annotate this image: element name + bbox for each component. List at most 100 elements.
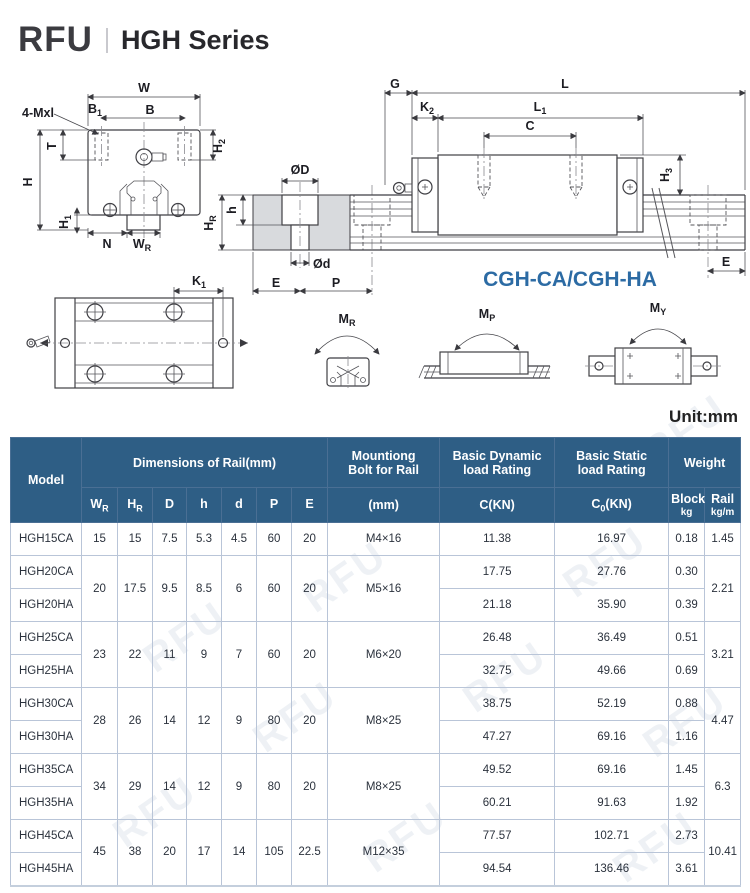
dim-label-c: C — [525, 119, 534, 133]
col-header-p: P — [256, 487, 292, 523]
rail-weight-cell: 3.21 — [704, 621, 742, 688]
logo-bar: RFU HGH Series — [18, 20, 270, 60]
dim-label-l: L — [561, 77, 569, 91]
dim-label-h2: H2 — [211, 139, 227, 153]
table-row: HGH30CA 28 26 14 12 9 80 20 M8×25 38.75 … — [10, 687, 742, 754]
block-weight-cell: 0.39 — [668, 588, 706, 622]
table-row: HGH45CA 45 38 20 17 14 105 22.5 M12×35 7… — [10, 819, 742, 886]
rail-weight-cell: 1.45 — [704, 522, 742, 556]
dim-cell: 9 — [186, 621, 222, 688]
col-header-e: E — [290, 487, 329, 523]
col-header-model: Model — [10, 437, 82, 523]
brand-logo: RFU — [18, 20, 93, 59]
dim-cell: 9 — [221, 753, 257, 820]
dynamic-load-cell: 11.38 — [439, 522, 556, 556]
dim-cell: 20 — [290, 555, 329, 622]
block-weight-cell: 0.88 — [668, 687, 706, 721]
static-load-cell: 35.90 — [554, 588, 670, 622]
dim-label-od-small: Ød — [313, 257, 330, 271]
dynamic-load-cell: 32.75 — [439, 654, 556, 688]
col-header-bolt-unit: (mm) — [327, 487, 441, 523]
dim-cell: 14 — [152, 687, 187, 754]
dim-cell: 22.5 — [290, 819, 329, 886]
dim-label-g: G — [390, 77, 400, 91]
static-load-cell: 16.97 — [554, 522, 670, 556]
dim-cell: 20 — [290, 753, 329, 820]
unit-note: Unit:mm — [669, 407, 738, 426]
dim-cell: 60 — [256, 621, 292, 688]
table-row: HGH20HA 21.18 35.90 0.39 — [10, 588, 741, 622]
dim-label-k1: K1 — [192, 274, 206, 290]
dim-cell: 20 — [290, 522, 329, 556]
model-cell: HGH20HA — [10, 588, 82, 622]
grease-nipple-icon — [392, 181, 406, 195]
col-header-c0-kn: C0(KN) — [554, 487, 670, 523]
model-cell: HGH15CA — [10, 522, 82, 556]
dynamic-load-cell: 94.54 — [439, 852, 556, 886]
technical-drawings: W B B1 4-Mxl T H H1 H2 N — [21, 77, 746, 389]
dim-cell: 7.5 — [152, 522, 187, 556]
dim-label-hr: HR — [202, 215, 218, 231]
dim-label-t: T — [45, 142, 59, 150]
col-header-d-cap: D — [152, 487, 187, 523]
logo-separator — [105, 27, 108, 53]
model-cell: HGH30HA — [10, 720, 82, 754]
dim-cell: 14 — [152, 753, 187, 820]
dim-cell: 60 — [256, 555, 292, 622]
table-row: HGH35CA 34 29 14 12 9 80 20 M8×25 49.52 … — [10, 753, 742, 820]
dim-cell: 23 — [81, 621, 118, 688]
static-load-cell: 69.16 — [554, 753, 670, 787]
dim-cell: 20 — [152, 819, 187, 886]
dim-label-e-right: E — [722, 255, 730, 269]
bolt-cell: M8×25 — [327, 753, 441, 820]
dim-label-h-small: h — [225, 206, 239, 214]
bolt-cell: M4×16 — [327, 522, 441, 556]
bolt-cell: M12×35 — [327, 819, 441, 886]
dynamic-load-cell: 49.52 — [439, 753, 556, 787]
rail-weight-cell: 10.41 — [704, 819, 742, 886]
bolt-cell: M8×25 — [327, 687, 441, 754]
dim-cell: 20 — [290, 687, 329, 754]
dim-cell: 17 — [186, 819, 222, 886]
rail-weight-cell: 2.21 — [704, 555, 742, 622]
dim-cell: 9.5 — [152, 555, 187, 622]
block-weight-cell: 2.73 — [668, 819, 706, 853]
dim-cell: 6 — [221, 555, 257, 622]
static-load-cell: 52.19 — [554, 687, 670, 721]
dim-label-h1: H1 — [57, 215, 73, 229]
col-header-wr: WR — [81, 487, 118, 523]
moment-mr-diagram: MR — [314, 312, 380, 388]
dynamic-load-cell: 47.27 — [439, 720, 556, 754]
table-row: HGH45HA 94.54 136.46 3.61 — [10, 852, 741, 886]
model-cell: HGH30CA — [10, 687, 82, 721]
dim-cell: 45 — [81, 819, 118, 886]
moment-my-diagram: MY — [585, 301, 721, 385]
side-view-drawing: G L K2 L1 C H3 E CGH-CA/CGH-HA — [350, 77, 746, 291]
page-title: HGH Series — [120, 24, 270, 55]
moment-mp-diagram: MP — [418, 307, 551, 379]
dim-cell: 105 — [256, 819, 292, 886]
dim-cell: 80 — [256, 687, 292, 754]
dim-cell: 4.5 — [221, 522, 257, 556]
model-cell: HGH25HA — [10, 654, 82, 688]
moment-my-label: MY — [650, 301, 666, 317]
grease-nipple-icon — [26, 338, 36, 348]
dynamic-load-cell: 60.21 — [439, 786, 556, 820]
dim-label-e: E — [272, 276, 280, 290]
moment-mr-label: MR — [339, 312, 356, 328]
model-cell: HGH35HA — [10, 786, 82, 820]
model-cell: HGH25CA — [10, 621, 82, 655]
dim-cell: 15 — [117, 522, 153, 556]
block-weight-cell: 0.69 — [668, 654, 706, 688]
rail-weight-cell: 6.3 — [704, 753, 742, 820]
rail-weight-cell: 4.47 — [704, 687, 742, 754]
static-load-cell: 91.63 — [554, 786, 670, 820]
block-weight-cell: 0.30 — [668, 555, 706, 589]
dynamic-load-cell: 17.75 — [439, 555, 556, 589]
dim-cell: 12 — [186, 687, 222, 754]
